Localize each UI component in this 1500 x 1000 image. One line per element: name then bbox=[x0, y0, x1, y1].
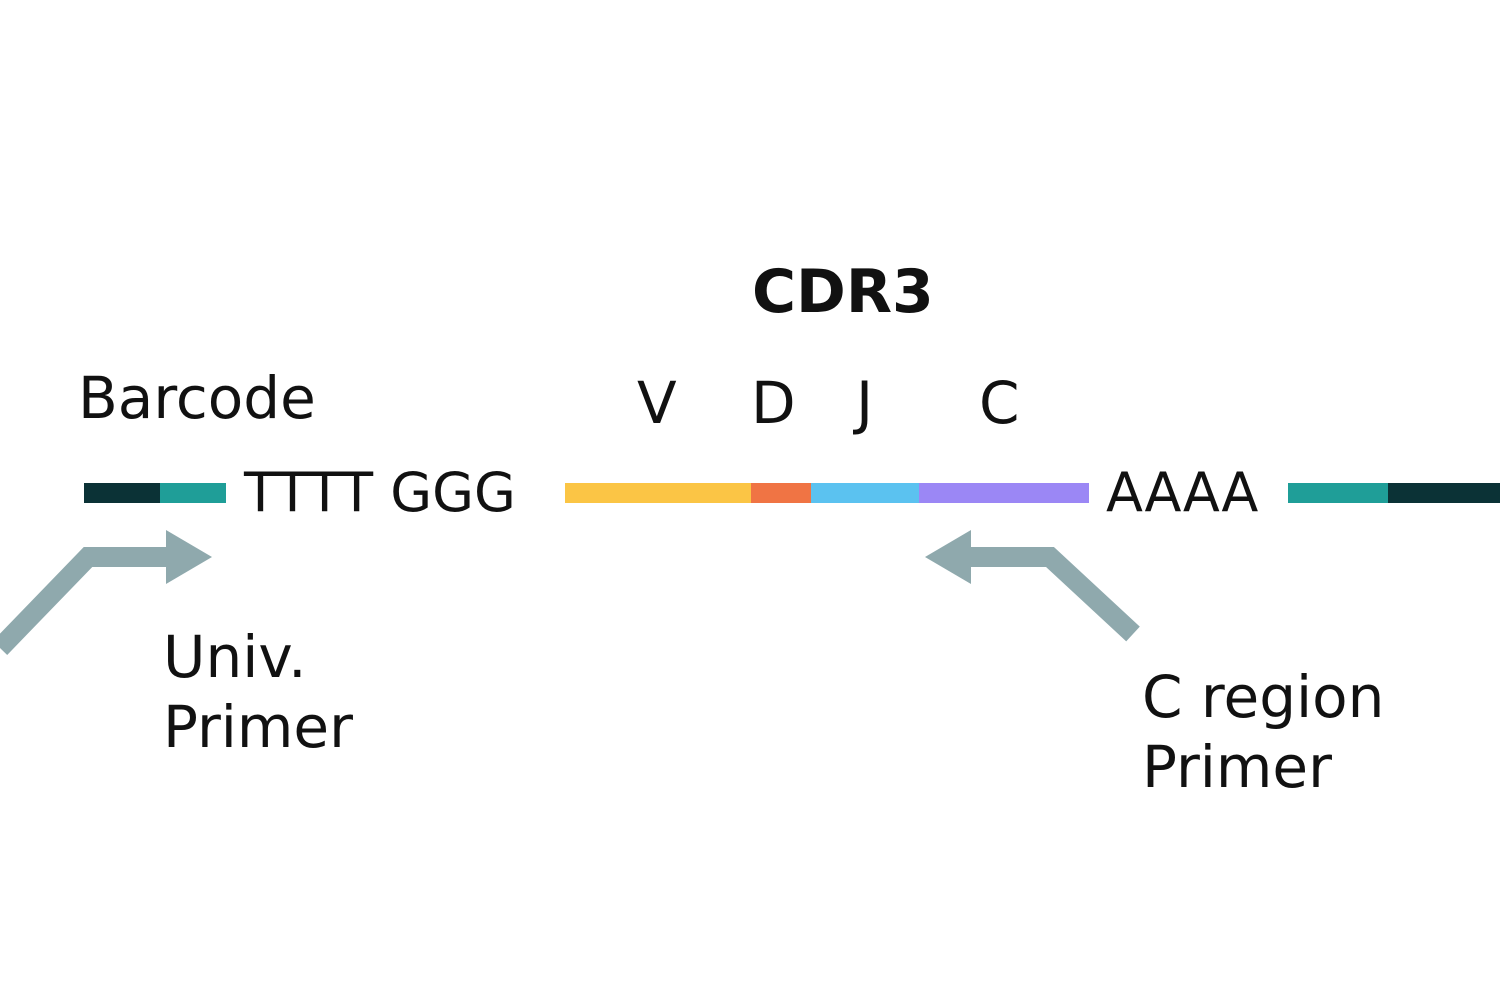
barcode-left-teal-segment bbox=[160, 483, 226, 503]
barcode-left-dark-segment bbox=[84, 483, 160, 503]
universal-primer-arrow-icon bbox=[0, 530, 212, 655]
j-segment-bar bbox=[811, 483, 919, 503]
cdr3-title: CDR3 bbox=[752, 257, 934, 327]
barcode-right-teal-segment bbox=[1288, 483, 1388, 503]
c-region-primer-label-line1: C region bbox=[1142, 663, 1385, 731]
universal-primer-label: Univ. Primer bbox=[163, 622, 353, 762]
c-segment-label: C bbox=[979, 369, 1020, 437]
d-segment-bar bbox=[751, 483, 811, 503]
c-region-primer-arrow-icon bbox=[925, 530, 1140, 642]
j-segment-label: J bbox=[856, 369, 874, 437]
barcode-right-dark-segment bbox=[1388, 483, 1500, 503]
c-region-primer-label-line2: Primer bbox=[1142, 733, 1332, 801]
d-segment-label: D bbox=[751, 369, 796, 437]
v-segment-bar bbox=[565, 483, 751, 503]
barcode-label: Barcode bbox=[78, 364, 316, 432]
poly-t-ggg-sequence: TTTT GGG bbox=[244, 461, 516, 524]
universal-primer-label-line1: Univ. bbox=[163, 623, 307, 691]
universal-primer-label-line2: Primer bbox=[163, 693, 353, 761]
c-segment-bar bbox=[919, 483, 1089, 503]
poly-a-sequence: AAAA bbox=[1106, 461, 1259, 524]
v-segment-label: V bbox=[637, 369, 677, 437]
c-region-primer-label: C region Primer bbox=[1142, 662, 1384, 802]
